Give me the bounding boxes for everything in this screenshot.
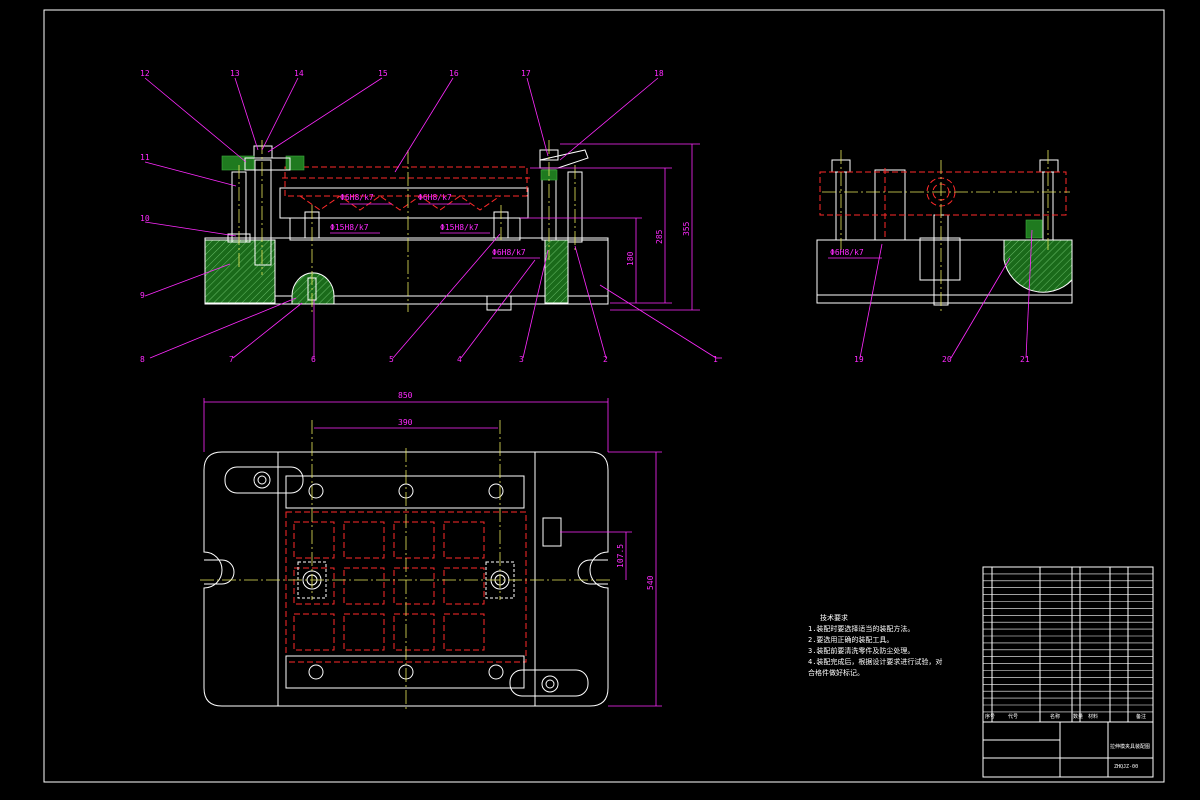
notes-line-5: 合格件做好标记。: [808, 668, 864, 677]
balloon-1: 1: [713, 355, 718, 364]
dim-180: 180: [626, 251, 635, 266]
balloon-6: 6: [311, 355, 316, 364]
balloon-11: 11: [140, 153, 150, 162]
fit-label-3: Φ15H8/k7: [330, 223, 369, 232]
notes-line-4: 4.装配完成后，根据设计要求进行试验，对: [808, 657, 942, 666]
fit-label-4: Φ15H8/k7: [440, 223, 479, 232]
balloon-7: 7: [229, 355, 234, 364]
dim-850: 850: [398, 391, 413, 400]
balloon-10: 10: [140, 214, 150, 223]
drawing-code: ZHQJZ-00: [1114, 764, 1138, 770]
balloon-12: 12: [140, 69, 150, 78]
bom-table: 序号 代号 名称 数量 材料 备注: [982, 566, 1154, 723]
notes-line-2: 2.要选用正确的装配工具。: [808, 635, 893, 644]
front-view: 355 285 180 Φ6H8/k7 Φ6H8/k7 Φ15H8/k7 Φ15…: [140, 69, 722, 364]
balloon-3: 3: [519, 355, 524, 364]
fit-label-5: Φ6H8/k7: [492, 248, 526, 257]
dim-285: 285: [655, 229, 664, 244]
balloon-14: 14: [294, 69, 304, 78]
bom-header-material: 材料: [1088, 713, 1098, 720]
bom-header-qty: 数量: [1073, 713, 1083, 720]
balloon-21: 21: [1020, 355, 1030, 364]
dim-107-5: 107.5: [616, 544, 625, 568]
drawing-name: 拉伸模夹具装配图: [1110, 743, 1150, 750]
balloon-16: 16: [449, 69, 459, 78]
top-view: 850 390 540 107.5: [200, 391, 662, 712]
technical-notes: 技术要求 1.装配时要选择适当的装配方法。 2.要选用正确的装配工具。 3.装配…: [808, 613, 942, 677]
fit-label-6: Φ6H8/k7: [830, 248, 864, 257]
balloon-18: 18: [654, 69, 664, 78]
balloon-15: 15: [378, 69, 388, 78]
bom-header-name: 名称: [1050, 713, 1060, 720]
balloon-8: 8: [140, 355, 145, 364]
fit-label-1: Φ6H8/k7: [340, 193, 374, 202]
balloon-9: 9: [140, 291, 145, 300]
notes-line-3: 3.装配前要清洗零件及防尘处理。: [808, 646, 914, 655]
balloon-4: 4: [457, 355, 462, 364]
balloon-17: 17: [521, 69, 531, 78]
notes-line-1: 1.装配时要选择适当的装配方法。: [808, 624, 914, 633]
title-block: 拉伸模夹具装配图 ZHQJZ-00: [982, 721, 1154, 778]
bom-header-code: 代号: [1008, 713, 1018, 720]
bom-header-no: 序号: [985, 713, 995, 720]
balloon-2: 2: [603, 355, 608, 364]
balloon-19: 19: [854, 355, 864, 364]
balloon-13: 13: [230, 69, 240, 78]
balloon-20: 20: [942, 355, 952, 364]
dim-540: 540: [646, 575, 655, 590]
dim-355: 355: [682, 221, 691, 236]
drawing-border: [43, 9, 1165, 783]
balloon-5: 5: [389, 355, 394, 364]
bom-header-remark: 备注: [1136, 713, 1146, 720]
side-view: Φ6H8/k7 19 20 21: [816, 150, 1073, 364]
fit-label-2: Φ6H8/k7: [418, 193, 452, 202]
notes-title: 技术要求: [820, 613, 848, 622]
dim-390: 390: [398, 418, 413, 427]
